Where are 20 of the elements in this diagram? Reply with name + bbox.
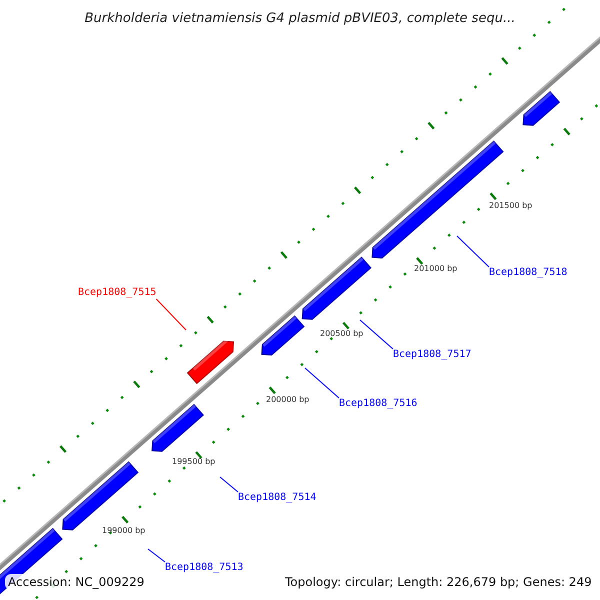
leader-line	[220, 476, 238, 492]
gene-label: Bcep1808_7517	[393, 349, 472, 361]
gene-label: Bcep1808_7514	[238, 492, 316, 504]
leader-line	[156, 298, 186, 330]
gene-label: Bcep1808_7513	[165, 562, 244, 574]
position-label: 200500 bp	[320, 329, 364, 339]
map-title: Burkholderia vietnamiensis G4 plasmid pBVIE03, complete sequ...	[84, 11, 516, 26]
position-label: 199000 bp	[102, 526, 146, 536]
gene-label: Bcep1808_7515	[78, 287, 156, 299]
position-label: 201500 bp	[489, 201, 532, 211]
leader-line	[148, 548, 166, 562]
position-label: 201000 bp	[414, 264, 458, 274]
gene-label: Bcep1808_7516	[339, 398, 418, 410]
gene-label: Bcep1808_7518	[489, 267, 568, 279]
leader-line	[304, 368, 340, 398]
position-label: 199500 bp	[172, 457, 216, 467]
position-label: 200000 bp	[266, 395, 310, 405]
leader-line	[456, 236, 490, 268]
summary-text: Topology: circular; Length: 226,679 bp; Genes: 249	[285, 574, 592, 590]
leader-line	[360, 320, 394, 350]
